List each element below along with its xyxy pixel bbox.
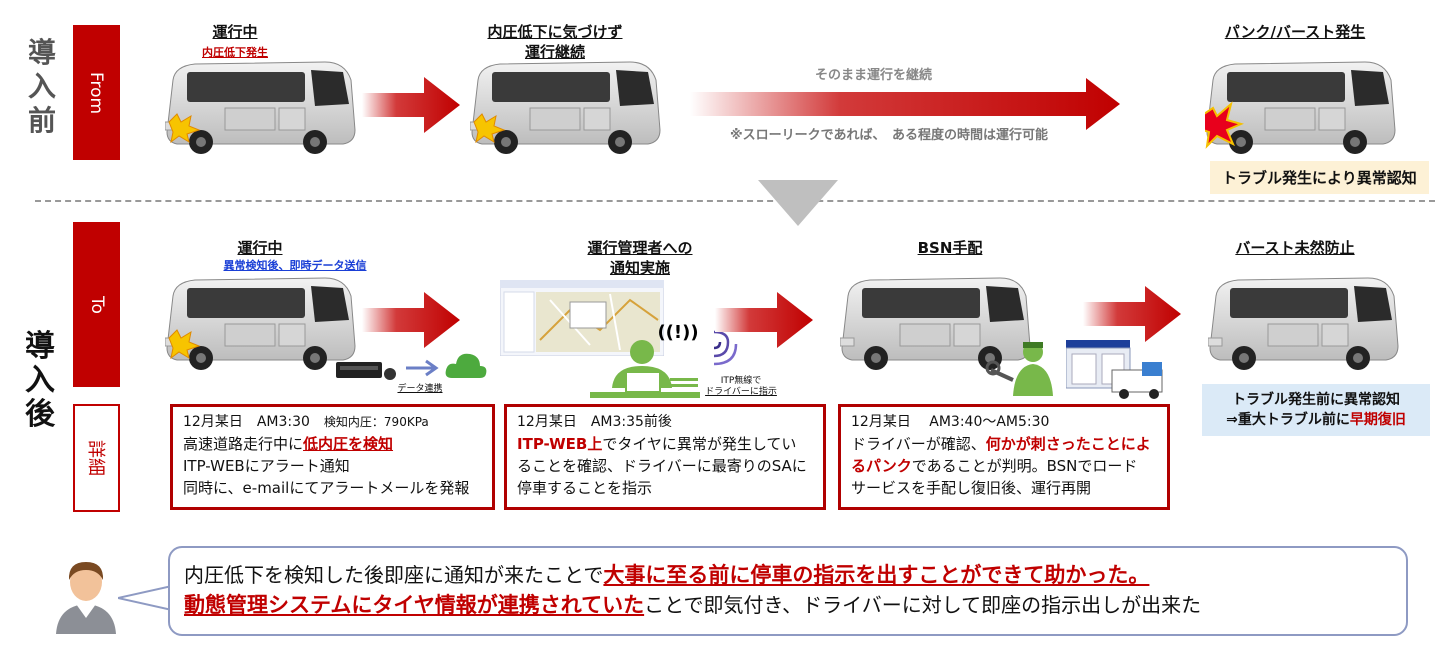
long-arrow-note: ※スローリークであれば、 ある程度の時間は運行可能	[730, 128, 1049, 143]
detail-2-line1: ITP-WEB上でタイヤに異常が発生してい	[517, 433, 813, 455]
detail-3-line2: るパンクであることが判明。BSNでロード	[851, 455, 1157, 477]
bus-icon	[470, 61, 661, 155]
badge-line2-pre: ⇒重大トラブル前に	[1226, 412, 1350, 428]
after-stage3-title: BSN手配	[917, 239, 983, 257]
down-triangle-icon	[758, 180, 838, 226]
detail-1-line1-red: 低内圧を検知	[303, 435, 394, 453]
after-label: 導 入 後	[20, 330, 60, 432]
radio-wave-icon	[713, 330, 738, 366]
before-label-char: 入	[27, 70, 56, 103]
bus-icon	[1208, 277, 1399, 371]
long-arrow-label: そのまま運行を継続	[815, 68, 933, 83]
testimonial-line1-pre: 内圧低下を検知した後即座に通知が来たことで	[184, 563, 604, 587]
after-label-char: 入	[25, 363, 55, 398]
sensor-device-icon	[336, 362, 396, 380]
before-stage3-title: パンク/バースト発生	[1224, 23, 1366, 41]
detail-tab-label: 詳細	[84, 440, 106, 476]
before-stage1-title: 運行中	[212, 23, 258, 41]
detail-3-line1-pre: ドライバーが確認、	[851, 435, 986, 453]
badge-line2-red: 早期復旧	[1349, 412, 1406, 428]
link-arrow-icon	[406, 359, 439, 377]
testimonial-line2: 動態管理システムにタイヤ情報が連携されていたことで即気付き、ドライバーに対して即…	[184, 590, 1392, 620]
detail-1-time-text: 12月某日 AM3:30	[183, 414, 310, 430]
before-label: 導 入 前	[22, 36, 62, 138]
detail-box-2: 12月某日 AM3:35前後 ITP-WEB上でタイヤに異常が発生してい ること…	[504, 404, 826, 510]
detail-2-line1-post: でタイヤに異常が発生してい	[602, 435, 797, 453]
detail-3-line1-red: 何かが刺さったことによ	[985, 435, 1151, 453]
arrow-right-icon	[1083, 286, 1181, 342]
bus-icon	[1205, 61, 1396, 155]
from-tab-label: From	[86, 71, 107, 114]
testimonial-line1-red: 大事に至る前に停車の指示を出すことができて助かった。	[603, 563, 1150, 587]
detail-2-line3: 停車することを指示	[517, 479, 653, 497]
alert-signal-icon: ((!))	[657, 322, 698, 343]
bus-icon	[165, 61, 356, 155]
testimonial-line2-red: 動態管理システムにタイヤ情報が連携されていた	[184, 593, 645, 617]
detail-1-line3: 同時に、e-mailにてアラートメールを発報	[183, 479, 470, 497]
user-avatar-icon	[56, 562, 116, 634]
detail-3-line3: サービスを手配し復旧後、運行再開	[851, 479, 1092, 497]
detail-3-line2-post: であることが判明。BSNでロード	[911, 457, 1138, 475]
service-station-icon	[1066, 340, 1163, 399]
arrow-right-icon	[362, 292, 460, 348]
detail-box-1: 12月某日 AM3:30 検知内圧：790KPa 高速道路走行中に低内圧を検知 …	[170, 404, 495, 510]
detail-2-line2: ることを確認、ドライバーに最寄りのSAに	[517, 457, 807, 475]
testimonial-line1: 内圧低下を検知した後即座に通知が来たことで大事に至る前に停車の指示を出すことがで…	[184, 560, 1392, 590]
detail-1-line1: 高速道路走行中に低内圧を検知	[183, 433, 482, 455]
speech-pointer	[118, 585, 172, 611]
after-stage1-title: 運行中	[237, 239, 283, 257]
bus-icon	[165, 277, 356, 371]
detail-3-time: 12月某日 AM3:40～AM5:30	[851, 414, 1050, 430]
after-stage4-badge-line2: ⇒重大トラブル前に早期復旧	[1212, 410, 1420, 430]
detail-1-line1-pre: 高速道路走行中に	[183, 435, 304, 453]
after-stage2-title: 運行管理者への 通知実施	[555, 238, 725, 278]
arrow-right-icon	[362, 77, 460, 133]
radio-label-line1: ITP無線で	[720, 376, 762, 386]
after-label-char: 後	[25, 397, 55, 432]
testimonial-bubble: 内圧低下を検知した後即座に通知が来たことで大事に至る前に停車の指示を出すことがで…	[168, 546, 1408, 636]
before-label-char: 導	[27, 36, 56, 69]
cloud-icon	[445, 353, 487, 378]
detail-2-time: 12月某日 AM3:35前後	[517, 414, 672, 430]
before-stage2-title-line1: 内圧低下に気づけず	[487, 23, 623, 41]
radio-label: ITP無線で ドライバーに指示	[696, 376, 786, 398]
detail-3-line1: ドライバーが確認、何かが刺さったことによ	[851, 433, 1157, 455]
detail-1-line2: ITP-WEBにアラート通知	[183, 457, 350, 475]
after-stage2-title-line1: 運行管理者への	[587, 239, 693, 257]
detail-1-time: 12月某日 AM3:30 検知内圧：790KPa	[183, 411, 482, 433]
long-arrow-right-icon	[690, 78, 1120, 130]
detail-box-3: 12月某日 AM3:40～AM5:30 ドライバーが確認、何かが刺さったことによ…	[838, 404, 1170, 510]
after-stage4-badge: トラブル発生前に異常認知 ⇒重大トラブル前に早期復旧	[1202, 384, 1430, 436]
before-stage2-title: 内圧低下に気づけず 運行継続	[455, 22, 655, 62]
to-tab-label: To	[86, 295, 107, 314]
to-tab: To	[73, 222, 120, 387]
svg-text:((!)): ((!))	[657, 322, 698, 343]
data-link-label: データ連携	[397, 384, 443, 394]
before-stage2-title-line2: 運行継続	[524, 43, 585, 61]
after-stage4-title: バースト未然防止	[1235, 239, 1355, 257]
before-stage1-sub: 内圧低下発生	[202, 46, 268, 59]
operator-icon	[590, 340, 700, 398]
testimonial-line2-post: ことで即気付き、ドライバーに対して即座の指示出しが出来た	[644, 593, 1202, 617]
detail-1-time-extra: 検知内圧：790KPa	[323, 415, 429, 429]
before-label-char: 前	[27, 104, 56, 137]
after-stage2-title-line2: 通知実施	[609, 259, 670, 277]
after-stage1-sub: 異常検知後、即時データ送信	[223, 259, 367, 272]
radio-label-line2: ドライバーに指示	[705, 387, 777, 397]
from-tab: From	[73, 25, 120, 160]
detail-2-line1-red: ITP-WEB上	[517, 435, 603, 453]
after-label-char: 導	[25, 329, 55, 364]
mechanic-icon	[985, 342, 1053, 396]
arrow-right-icon	[715, 292, 813, 348]
detail-3-line2-red: るパンク	[851, 457, 912, 475]
before-stage3-badge: トラブル発生により異常認知	[1210, 161, 1429, 194]
section-divider	[35, 200, 1435, 202]
detail-tab: 詳細	[73, 404, 120, 512]
after-stage4-badge-line1: トラブル発生前に異常認知	[1232, 392, 1400, 408]
